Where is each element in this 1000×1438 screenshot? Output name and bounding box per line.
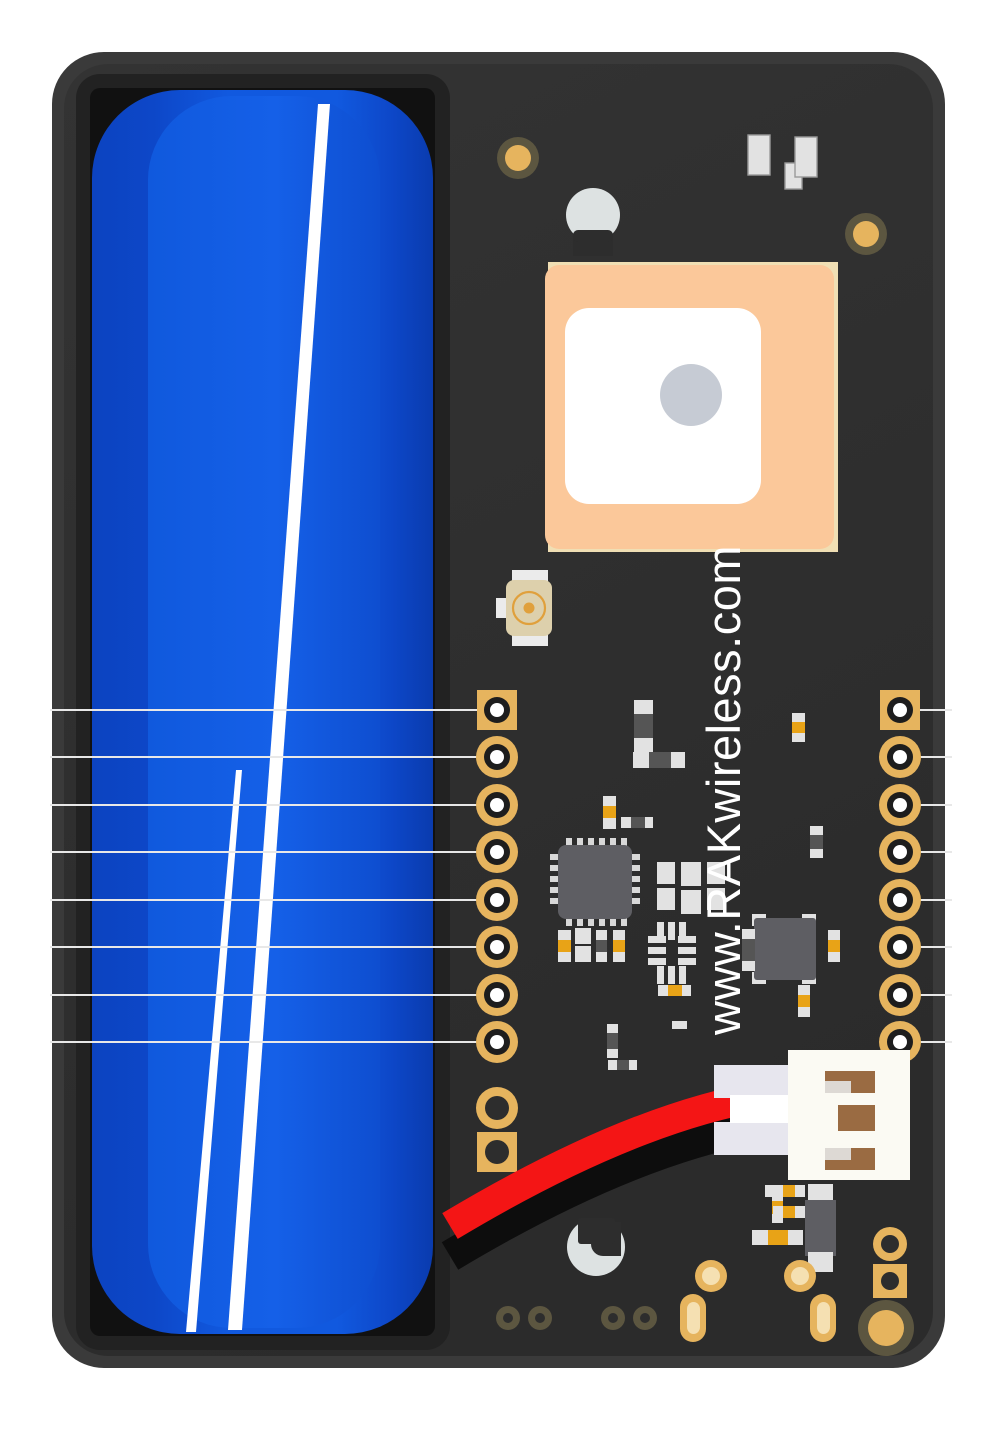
callout-leader-lines-left [50, 708, 500, 1044]
resistor-a [773, 1185, 805, 1197]
left-pin-header [476, 690, 518, 1172]
smd-passive-component-group-upper [603, 700, 823, 858]
resistor-c [752, 1230, 803, 1245]
capacitor-pad-array [657, 862, 725, 914]
empty-qfn-footprint [648, 922, 696, 984]
ufl-ipex-antenna-connector [496, 570, 552, 646]
qfn-microcontroller-ic [550, 838, 640, 926]
bottom-right-components [752, 1184, 907, 1298]
silkscreen-marker-top [566, 188, 620, 256]
right-pin-header [879, 690, 921, 1063]
bottom-edge-pads [496, 1260, 914, 1356]
silkscreen-marker-bottom [567, 1218, 625, 1276]
mounting-hole-top-right [845, 213, 887, 255]
battery-highlight-stripe-2 [186, 770, 242, 1332]
mounting-hole-top-left [497, 137, 539, 179]
smd-passive-component-group-lower [558, 928, 840, 1070]
qfn-rf-transceiver-ic [752, 914, 816, 984]
silkscreen-url-text: www.RAKwireless.com [697, 545, 750, 1036]
jst-battery-connector [714, 1050, 910, 1180]
resistor-b [773, 1206, 805, 1218]
gps-ceramic-patch-antenna [545, 262, 838, 552]
lithium-battery [92, 90, 433, 1334]
silkscreen-test-marks [747, 134, 818, 190]
battery-highlight-stripe-1 [228, 104, 330, 1330]
